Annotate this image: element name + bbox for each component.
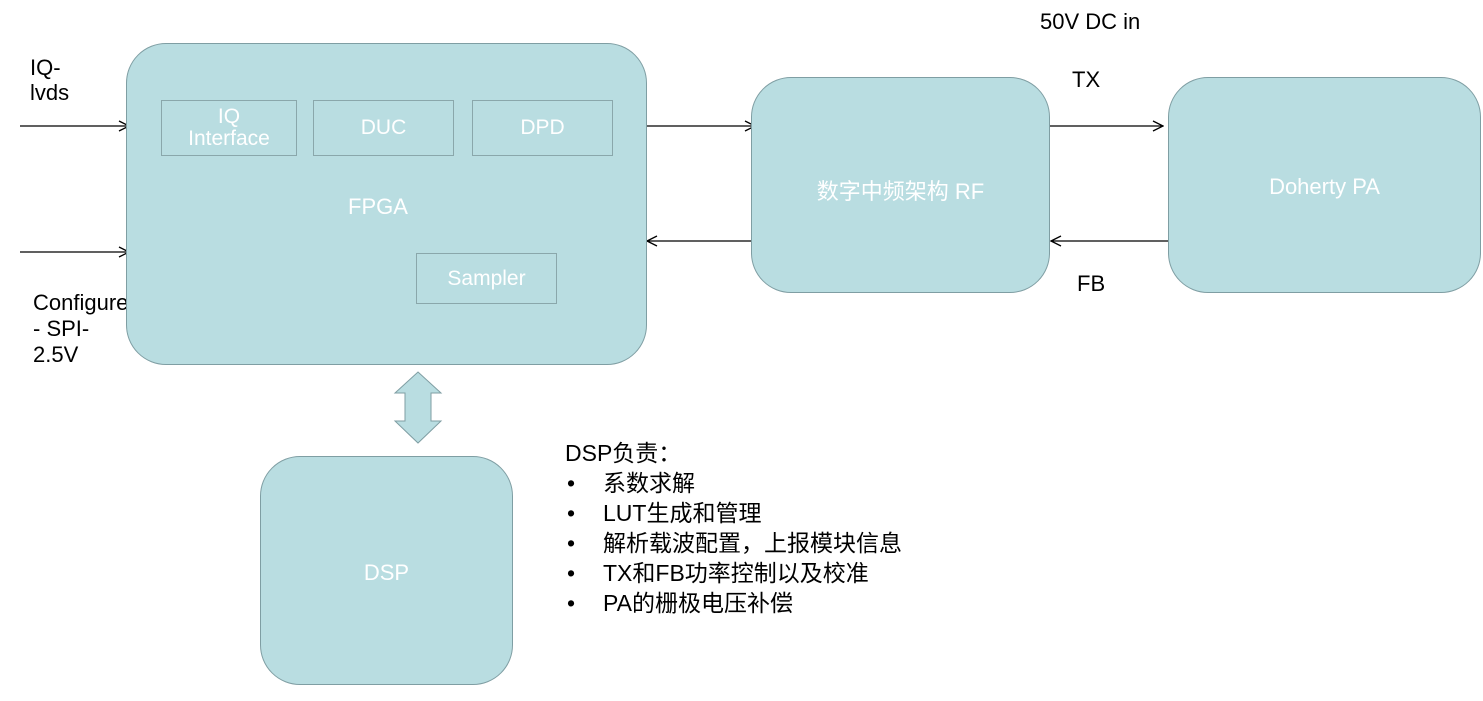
list-item: 系数求解 xyxy=(565,468,902,498)
fpga-block xyxy=(126,43,647,365)
doherty-pa-block xyxy=(1168,77,1481,293)
rf-block xyxy=(751,77,1050,293)
list-item: PA的栅极电压补偿 xyxy=(565,588,902,618)
fpga-label: FPGA xyxy=(348,194,408,219)
configure-label-line3: 2.5V xyxy=(33,342,79,367)
iq-lvds-label-line2: lvds xyxy=(30,80,70,105)
duc-subblock: DUC xyxy=(313,100,454,156)
tx-label: TX xyxy=(1072,67,1101,92)
configure-label-line2: - SPI- xyxy=(33,316,90,341)
doherty-pa-label: Doherty PA xyxy=(1269,174,1380,199)
rf-label: 数字中频架构 RF xyxy=(816,179,985,204)
sampler-label: Sampler xyxy=(447,266,526,290)
dsp-responsibilities: DSP负责： 系数求解 LUT生成和管理 解析载波配置，上报模块信息 TX和FB… xyxy=(565,438,902,618)
fpga-dsp-double-arrow xyxy=(393,371,443,444)
dsp-label: DSP xyxy=(363,560,410,585)
configure-label: Configure - SPI- 2.5V xyxy=(33,290,128,368)
iq-interface-label-line2: Interface xyxy=(188,127,270,150)
iq-interface-label-line1: IQ xyxy=(217,105,241,128)
iq-lvds-label-line1: IQ- xyxy=(30,55,61,80)
dpd-label: DPD xyxy=(520,116,565,139)
iq-interface-subblock: IQ Interface xyxy=(161,100,297,156)
iq-lvds-label: IQ- lvds xyxy=(30,55,69,105)
dsp-responsibilities-list: 系数求解 LUT生成和管理 解析载波配置，上报模块信息 TX和FB功率控制以及校… xyxy=(565,468,902,618)
list-item: LUT生成和管理 xyxy=(565,498,902,528)
list-item: 解析载波配置，上报模块信息 xyxy=(565,528,902,558)
duc-label: DUC xyxy=(360,116,407,139)
sampler-subblock: Sampler xyxy=(416,253,557,304)
dsp-responsibilities-title: DSP负责： xyxy=(565,440,682,466)
configure-label-line1: Configure xyxy=(33,290,129,315)
power-input-label: 50V DC in xyxy=(1040,9,1141,34)
fb-label: FB xyxy=(1077,271,1106,296)
dpd-subblock: DPD xyxy=(472,100,613,156)
dsp-block xyxy=(260,456,513,685)
list-item: TX和FB功率控制以及校准 xyxy=(565,558,902,588)
